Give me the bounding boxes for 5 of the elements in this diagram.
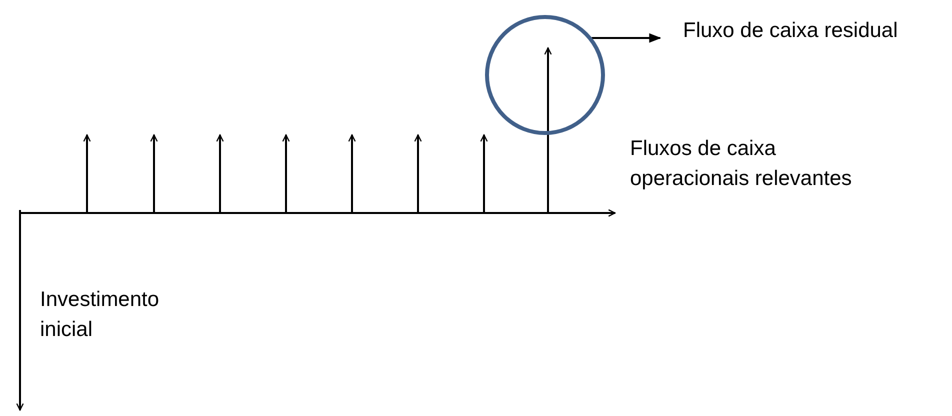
arrow <box>592 33 662 43</box>
axis-label: Fluxos de caixa operacionais relevantes <box>630 136 853 192</box>
flow-label: Fluxo de caixa residual <box>683 16 952 46</box>
axis-label: Investimento inicial <box>40 287 160 343</box>
circle-highlight <box>485 15 605 135</box>
